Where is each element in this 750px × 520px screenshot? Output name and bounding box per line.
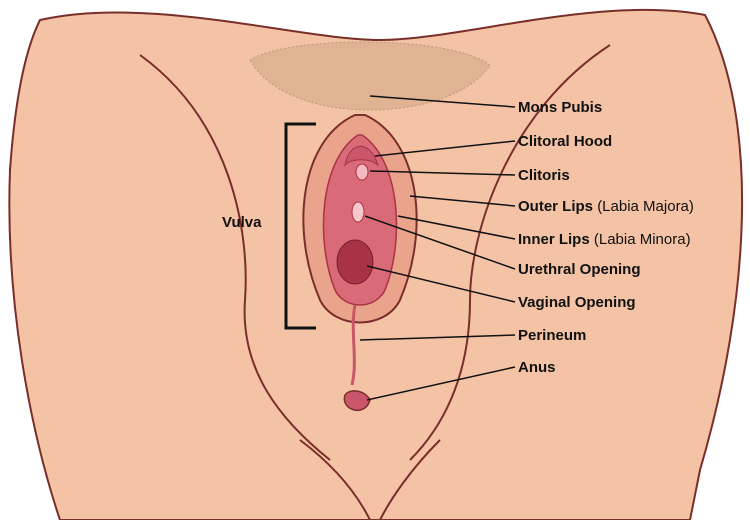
label-vaginal-opening: Vaginal Opening: [518, 294, 636, 311]
perineum-seam: [350, 304, 357, 386]
label-outer-lips: Outer Lips (Labia Majora): [518, 198, 694, 215]
right-thigh-crease: [409, 44, 611, 461]
clitoral-hood-shape: [344, 145, 380, 167]
leader-inner-lips: [397, 215, 516, 240]
label-clitoral-hood: Clitoral Hood: [518, 133, 613, 150]
leader-urethral-opening: [364, 215, 516, 270]
vaginal-opening-shape: [336, 239, 374, 285]
clitoris-shape: [355, 163, 369, 181]
vulva-bracket: [284, 122, 316, 330]
label-mons-pubis: Mons Pubis: [518, 99, 603, 116]
gluteal-cleft: [299, 439, 441, 520]
leader-outer-lips: [409, 195, 516, 207]
label-anus: Anus: [518, 359, 556, 376]
leader-vaginal-opening: [366, 265, 516, 303]
leader-clitoris: [369, 170, 516, 176]
label-inner-lips: Inner Lips (Labia Minora): [518, 231, 691, 248]
pubic-hair: [249, 41, 491, 111]
leader-clitoral-hood: [374, 140, 516, 157]
leader-mons-pubis: [369, 95, 516, 108]
leader-perineum: [359, 334, 516, 341]
vulva-label: Vulva: [222, 214, 262, 231]
urethral-opening-shape: [351, 201, 365, 223]
left-thigh-crease: [139, 54, 331, 461]
leader-anus: [366, 366, 516, 401]
label-clitoris: Clitoris: [518, 167, 570, 184]
label-urethral-opening: Urethral Opening: [518, 261, 641, 278]
label-perineum: Perineum: [518, 327, 587, 344]
leader-lines: [359, 95, 516, 401]
